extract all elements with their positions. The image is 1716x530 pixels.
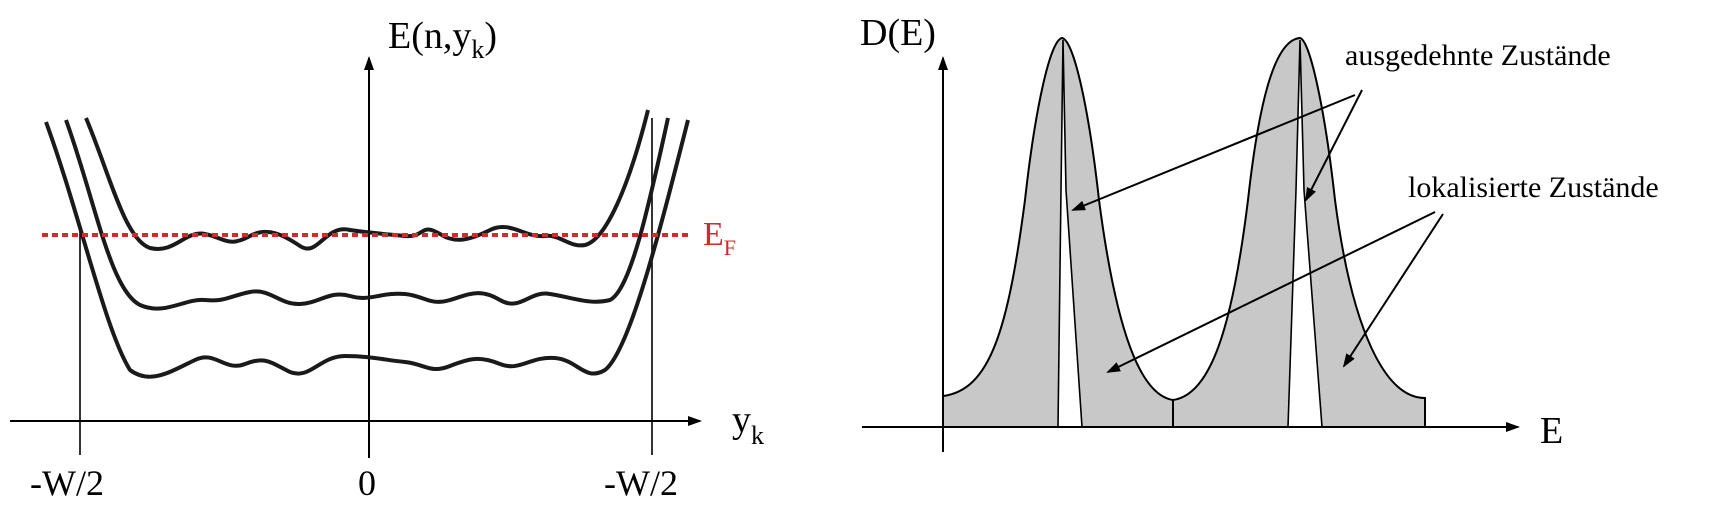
arrow-localized-to-peak-2 bbox=[1342, 213, 1444, 368]
arrow-extended-to-peak-1 bbox=[1071, 94, 1356, 211]
energy-level-curve-3 bbox=[44, 119, 690, 379]
dos-peak-1-localized bbox=[942, 36, 1174, 428]
annotation-extended-states: ausgedehnte Zustände bbox=[1345, 39, 1611, 72]
energy-level-curve-2 bbox=[64, 117, 670, 311]
arrow-extended-to-peak-2 bbox=[1305, 89, 1363, 202]
tick-label-right: -W/2 bbox=[604, 463, 678, 503]
left-y-axis-label: E(n,yk) bbox=[388, 15, 497, 64]
tick-label-left: -W/2 bbox=[30, 463, 104, 503]
fermi-level-label: EF bbox=[703, 216, 736, 260]
energy-level-curve-1 bbox=[84, 109, 650, 251]
left-x-axis-label: yk bbox=[732, 399, 764, 450]
right-y-axis-label: D(E) bbox=[860, 12, 936, 54]
tick-label-center: 0 bbox=[358, 463, 376, 503]
right-x-axis-label: E bbox=[1540, 410, 1563, 452]
annotation-localized-states: lokalisierte Zustände bbox=[1408, 171, 1659, 204]
arrow-localized-to-peak-1 bbox=[1106, 211, 1436, 373]
left-panel-energy-dispersion: E(n,yk) yk EF -W/2 0 -W/2 bbox=[10, 15, 764, 503]
right-panel-density-of-states: D(E) E ausgedehnte Zustände lokalisierte… bbox=[860, 12, 1659, 452]
